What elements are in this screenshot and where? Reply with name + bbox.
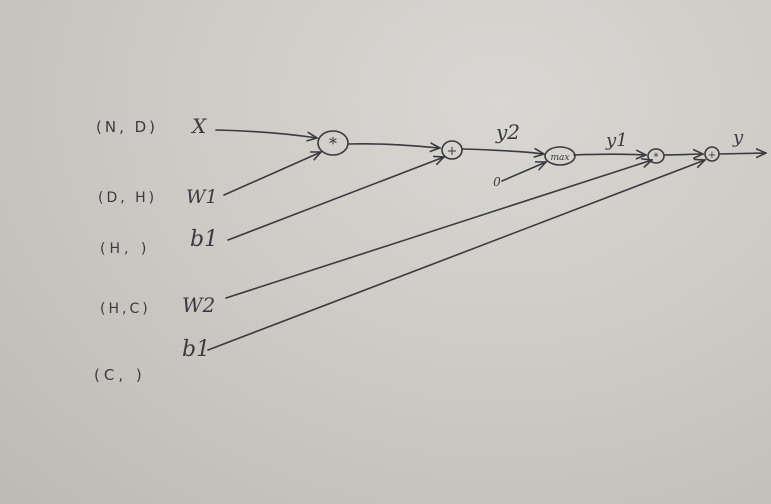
b2-shape-label: (C, )	[94, 366, 146, 384]
edge-b2-to-add2	[207, 160, 705, 351]
edge-x-to-mul	[215, 129, 317, 138]
zero-input: 0	[493, 175, 501, 189]
max-node-label: max	[551, 153, 570, 163]
b1-name-label: b1	[190, 227, 218, 252]
add-node-1: +	[441, 140, 463, 160]
mul-node-2-symbol: *	[654, 152, 659, 163]
w2-name-label: W2	[182, 293, 215, 317]
input-w2: (H,C) W2	[100, 293, 215, 317]
input-x: (N, D) X	[96, 114, 207, 138]
edge-b1-to-add	[227, 157, 444, 241]
edge-label-y1: y1	[605, 130, 628, 151]
edge-output	[718, 153, 766, 154]
mul-node-1-symbol: *	[329, 134, 337, 153]
x-name-label: X	[190, 114, 207, 138]
edge-label-y2: y2	[495, 120, 520, 144]
edge-mul-to-add	[347, 144, 440, 148]
w1-name-label: W1	[186, 186, 218, 208]
add-node-1-symbol: +	[447, 144, 458, 159]
w1-shape-label: (D, H)	[98, 190, 157, 206]
edge-w2-to-mul2	[225, 160, 652, 299]
input-w1: (D, H) W1	[98, 186, 218, 208]
edge-zero-to-max	[501, 162, 546, 182]
zero-label: 0	[493, 175, 501, 189]
input-b2: (C, ) b1	[94, 337, 210, 384]
b2-name-label: b1	[182, 337, 210, 362]
x-shape-label: (N, D)	[96, 118, 158, 136]
edge-mul2-to-add2	[663, 154, 703, 155]
add-node-2-symbol: +	[708, 150, 716, 161]
max-node: max	[544, 146, 576, 166]
edge-max-to-mul2	[573, 154, 646, 155]
edge-add-to-max	[462, 149, 544, 154]
add-node-2: +	[704, 146, 720, 162]
edge-label-y: y	[732, 127, 744, 148]
w2-shape-label: (H,C)	[100, 301, 151, 317]
b1-shape-label: (H, )	[100, 241, 150, 257]
mul-node-1: *	[317, 130, 349, 156]
edge-w1-to-mul	[223, 151, 321, 196]
input-b1: (H, ) b1	[100, 227, 218, 257]
mul-node-2: *	[647, 148, 665, 164]
